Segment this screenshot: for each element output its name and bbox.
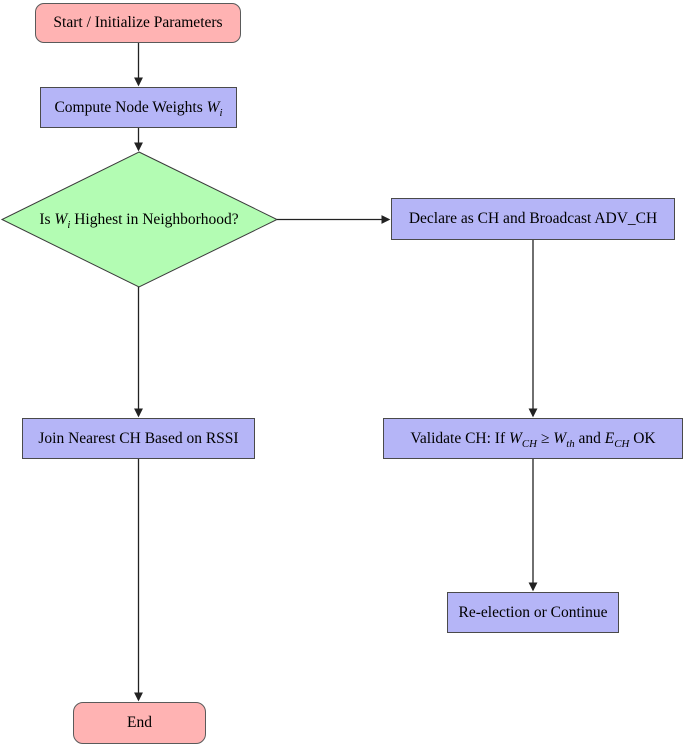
node-reelection-or-continue: Re-election or Continue	[447, 592, 619, 633]
node-compute-weights: Compute Node Weights Wi	[40, 87, 237, 128]
node-declare-ch: Declare as CH and Broadcast ADV_CH	[391, 198, 675, 240]
node-compute-weights-label: Compute Node Weights Wi	[54, 98, 223, 119]
node-start-label: Start / Initialize Parameters	[53, 14, 223, 32]
node-start: Start / Initialize Parameters	[35, 3, 241, 43]
node-decision-label: Is Wi Highest in Neighborhood?	[39, 210, 239, 231]
node-decision-highest-weight: Is Wi Highest in Neighborhood?	[9, 200, 269, 239]
node-join-nearest-ch-label: Join Nearest CH Based on RSSI	[38, 429, 239, 447]
node-end-label: End	[127, 714, 152, 732]
node-reelection-label: Re-election or Continue	[458, 603, 608, 621]
node-join-nearest-ch: Join Nearest CH Based on RSSI	[22, 418, 255, 459]
node-validate-ch: Validate CH: If WCH ≥ Wth and ECH OK	[383, 418, 683, 459]
node-validate-ch-label: Validate CH: If WCH ≥ Wth and ECH OK	[410, 429, 656, 450]
node-declare-ch-label: Declare as CH and Broadcast ADV_CH	[408, 210, 658, 228]
node-end: End	[73, 702, 206, 744]
